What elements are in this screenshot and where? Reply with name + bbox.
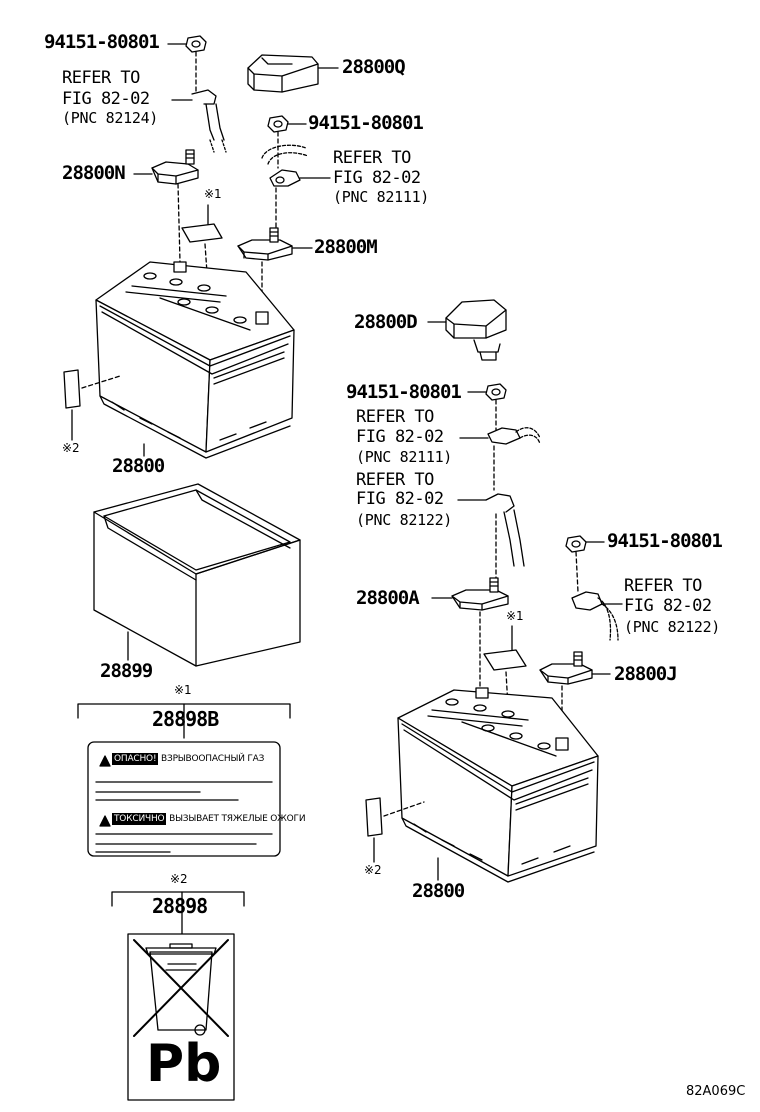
recycle-label-28898: [112, 892, 244, 1100]
cable-terminal-82122-right: [572, 592, 622, 640]
refer-to-1: REFER TO: [62, 68, 140, 88]
nut-part-1: [168, 36, 206, 92]
fig-ref-4: FIG 82-02: [356, 489, 444, 509]
part-number-28899: 28899: [100, 660, 153, 682]
note-mark-2-left: ※2: [62, 441, 80, 455]
toxic-warning-line: ТОКСИЧНО ВЫЗЫВАЕТ ТЯЖЕЛЫЕ ОЖОГИ: [112, 813, 306, 825]
part-number-nut-2: 94151-80801: [308, 112, 424, 134]
refer-to-3: REFER TO: [356, 407, 434, 427]
fig-ref-3: FIG 82-02: [356, 427, 444, 447]
terminal-clamp-28800N: [134, 150, 198, 262]
pnc-ref-3: (PNC 82111): [356, 448, 453, 466]
part-number-28800-left: 28800: [112, 455, 165, 477]
terminal-cover-28800Q: [248, 55, 338, 92]
pnc-ref-4: (PNC 82122): [356, 511, 453, 529]
note-mark-2-recycle: ※2: [170, 872, 188, 886]
diagram-code: 82A069C: [686, 1084, 746, 1099]
battery-tray-28899: [94, 484, 300, 666]
part-number-28800N: 28800N: [62, 162, 126, 184]
lead-symbol: Pb: [146, 1034, 222, 1094]
part-number-28800J: 28800J: [614, 663, 678, 685]
cable-terminal-82122-mid: [458, 494, 524, 578]
part-number-28800-right: 28800: [412, 880, 465, 902]
danger-word: ОПАСНО!: [112, 753, 159, 765]
cable-terminal-82111-right: [460, 428, 540, 490]
refer-to-2: REFER TO: [333, 148, 411, 168]
part-number-28800Q: 28800Q: [342, 56, 406, 78]
nut-part-2: [268, 116, 306, 168]
part-number-28800A: 28800A: [356, 587, 420, 609]
terminal-clamp-28800J: [540, 652, 610, 744]
terminal-clamp-28800A: [432, 578, 508, 692]
note-mark-1-right: ※1: [506, 609, 524, 623]
battery-28800-left: [96, 262, 294, 458]
pnc-ref-2: (PNC 82111): [333, 188, 430, 206]
label-sticker-2-left: [64, 370, 120, 440]
toxic-text: ВЫЗЫВАЕТ ТЯЖЕЛЫЕ ОЖОГИ: [169, 814, 306, 824]
fig-ref-2: FIG 82-02: [333, 168, 421, 188]
terminal-cover-28800D: [428, 300, 506, 360]
note-mark-1-label: ※1: [174, 683, 192, 697]
part-number-28898B: 28898B: [152, 707, 219, 731]
note-mark-2-right: ※2: [364, 863, 382, 877]
cable-terminal-82111-upper: [262, 145, 330, 228]
nut-part-4: [566, 536, 604, 592]
warning-label-28898B: [78, 704, 290, 856]
note-mark-1-left: ※1: [204, 187, 222, 201]
part-number-nut-4: 94151-80801: [607, 530, 723, 552]
pnc-ref-1: (PNC 82124): [62, 109, 159, 127]
danger-text: ВЗРЫВООПАСНЫЙ ГАЗ: [161, 754, 265, 764]
label-sticker-2-right: [366, 798, 424, 862]
refer-to-5: REFER TO: [624, 576, 702, 596]
part-number-nut-1: 94151-80801: [44, 31, 160, 53]
part-number-28800M: 28800M: [314, 236, 378, 258]
battery-28800-right: [398, 688, 598, 882]
part-number-nut-3: 94151-80801: [346, 381, 462, 403]
fig-ref-1: FIG 82-02: [62, 89, 150, 109]
nut-part-3: [468, 384, 506, 430]
part-number-28898: 28898: [152, 894, 208, 918]
cable-terminal-82124: [172, 90, 226, 152]
pnc-ref-5: (PNC 82122): [624, 618, 721, 636]
fig-ref-5: FIG 82-02: [624, 596, 712, 616]
part-number-28800D: 28800D: [354, 311, 418, 333]
refer-to-4: REFER TO: [356, 470, 434, 490]
toxic-word: ТОКСИЧНО: [112, 813, 167, 825]
danger-warning-line: ОПАСНО! ВЗРЫВООПАСНЫЙ ГАЗ: [112, 753, 265, 765]
